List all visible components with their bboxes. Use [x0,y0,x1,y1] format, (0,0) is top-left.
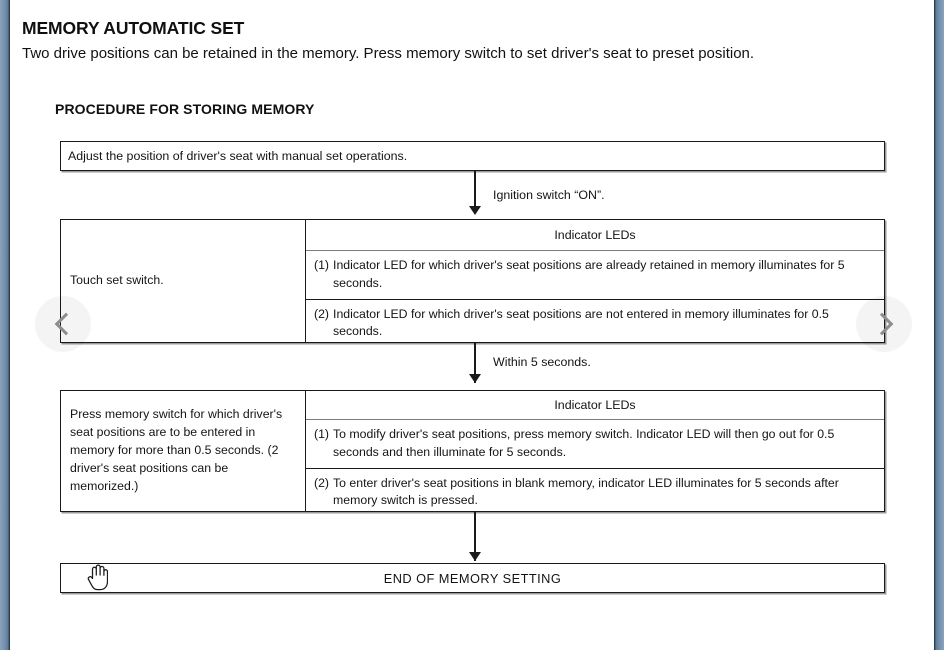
chevron-right-icon [870,312,893,336]
flow-step-3-row-2: (2) To enter driver's seat positions in … [306,467,884,517]
connector-label-within-5-seconds: Within 5 seconds. [493,355,591,369]
flow-step-3-row-2-text: To enter driver's seat positions in blan… [333,475,839,508]
flow-step-press-memory-switch-label: Press memory switch for which driver's s… [61,391,306,511]
connector-arrow-1 [469,206,481,215]
viewer-right-rail [934,0,944,650]
flow-step-2-row-2-marker: (2) [314,306,330,321]
page-intro-text: Two drive positions can be retained in t… [22,45,755,62]
flow-step-2-row-2: (2) Indicator LED for which driver's sea… [306,298,884,348]
flow-step-adjust-position: Adjust the position of driver's seat wit… [60,141,885,171]
flow-step-3-indicator-column: Indicator LEDs (1) To modify driver's se… [306,391,884,511]
chevron-left-icon [54,312,77,336]
flow-step-3-row-1-marker: (1) [314,427,330,441]
flow-step-adjust-position-text: Adjust the position of driver's seat wit… [68,149,408,163]
previous-page-button[interactable] [35,296,91,352]
flow-step-touch-set-switch-label: Touch set switch. [61,220,306,342]
flow-step-2-row-2-text: Indicator LED for which driver's seat po… [333,306,829,339]
connector-arrow-2 [469,374,481,383]
flow-step-2-row-1: (1) Indicator LED for which driver's sea… [306,251,884,299]
connector-line-1 [474,171,476,212]
flow-step-end-of-memory-setting: END OF MEMORY SETTING [60,563,885,593]
connector-line-2 [474,343,476,383]
flow-step-end-of-memory-setting-text: END OF MEMORY SETTING [383,570,562,586]
flow-step-2-row-1-marker: (1) [314,258,330,272]
flow-step-2-indicator-header: Indicator LEDs [306,220,884,251]
connector-label-ignition-switch: Ignition switch “ON”. [493,188,605,202]
flow-step-3-row-1-text: To modify driver's seat positions, press… [333,427,835,459]
flow-step-2-indicator-column: Indicator LEDs (1) Indicator LED for whi… [306,220,884,342]
connector-arrow-3 [469,552,481,561]
section-title: PROCEDURE FOR STORING MEMORY [55,101,315,117]
page-title: MEMORY AUTOMATIC SET [22,18,245,38]
viewer-left-rail [0,0,10,650]
next-page-button[interactable] [856,296,912,352]
flow-step-3-row-1: (1) To modify driver's seat positions, p… [306,420,884,468]
flowchart: Adjust the position of driver's seat wit… [51,0,885,650]
document-page: MEMORY AUTOMATIC SET Two drive positions… [10,0,934,650]
flow-step-press-memory-switch: Press memory switch for which driver's s… [60,390,885,512]
flow-step-3-row-2-marker: (2) [314,475,330,490]
flow-step-touch-set-switch: Touch set switch. Indicator LEDs (1) Ind… [60,219,885,343]
flow-step-2-row-1-text: Indicator LED for which driver's seat po… [333,258,845,290]
connector-line-3 [474,512,476,561]
flow-step-3-indicator-header: Indicator LEDs [306,391,884,420]
